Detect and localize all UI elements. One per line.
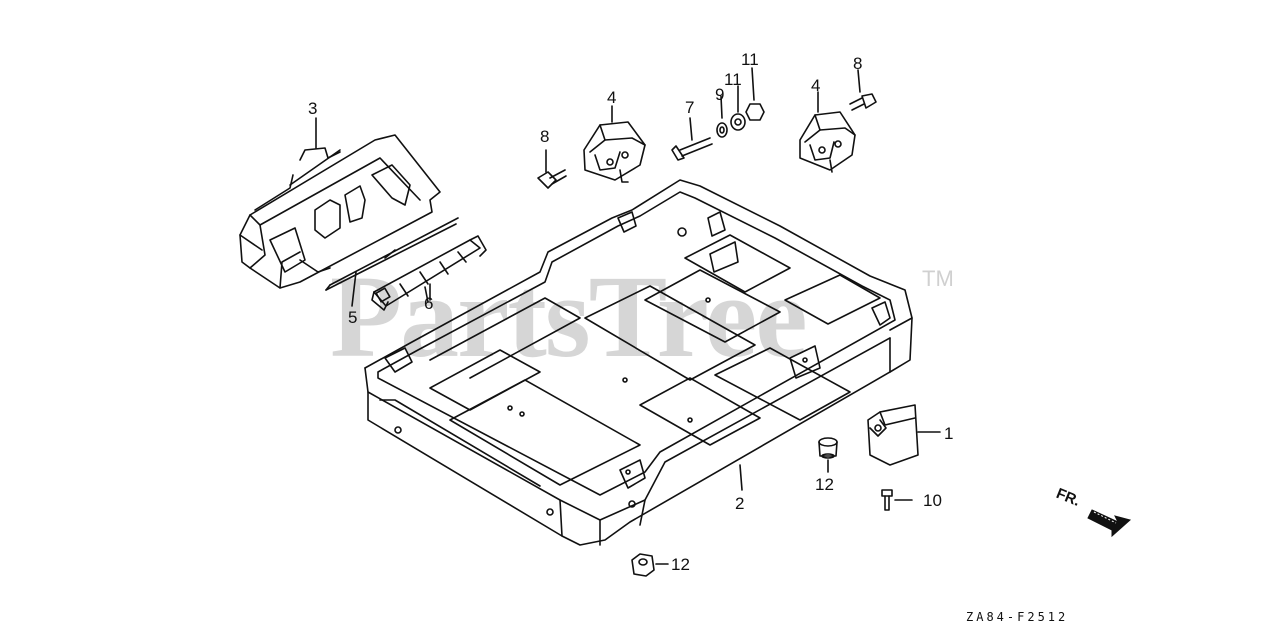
mount-rubber-left <box>583 105 646 183</box>
callout-1: 1 <box>944 424 954 443</box>
socket-tool <box>371 235 487 311</box>
callout-5: 5 <box>348 308 358 327</box>
callout-11-upper: 11 <box>741 50 759 69</box>
callout-10: 10 <box>923 491 942 510</box>
bolt-7 <box>671 117 713 161</box>
callout-9: 9 <box>715 85 725 104</box>
callout-8-right: 8 <box>853 54 863 73</box>
watermark-trademark: TM <box>922 266 954 291</box>
callout-8-left: 8 <box>540 127 550 146</box>
rubber-foot <box>867 404 941 466</box>
callout-12-lower: 12 <box>671 555 690 574</box>
callout-11-lower: 11 <box>724 70 742 89</box>
callout-12-upper: 12 <box>815 475 834 494</box>
rod <box>325 217 459 307</box>
callout-4-left: 4 <box>607 88 617 107</box>
washers-and-nuts <box>716 67 765 138</box>
diagram-code: ZA84-F2512 <box>966 610 1069 624</box>
bolt-8-right <box>849 69 877 111</box>
base-frame <box>364 179 913 546</box>
callout-4-right: 4 <box>811 76 821 95</box>
tray-bracket <box>239 134 441 289</box>
nut-12-lower <box>631 553 669 577</box>
callout-6: 6 <box>424 294 434 313</box>
front-direction-arrow <box>1087 509 1132 538</box>
callout-3: 3 <box>308 99 318 118</box>
callout-2: 2 <box>735 494 745 513</box>
nut-12-upper <box>818 437 838 473</box>
callout-7: 7 <box>685 98 695 117</box>
bolt-8-left <box>537 149 567 189</box>
mount-rubber-right <box>799 91 856 173</box>
leader-part-2 <box>739 464 743 491</box>
screw-10 <box>881 489 913 511</box>
